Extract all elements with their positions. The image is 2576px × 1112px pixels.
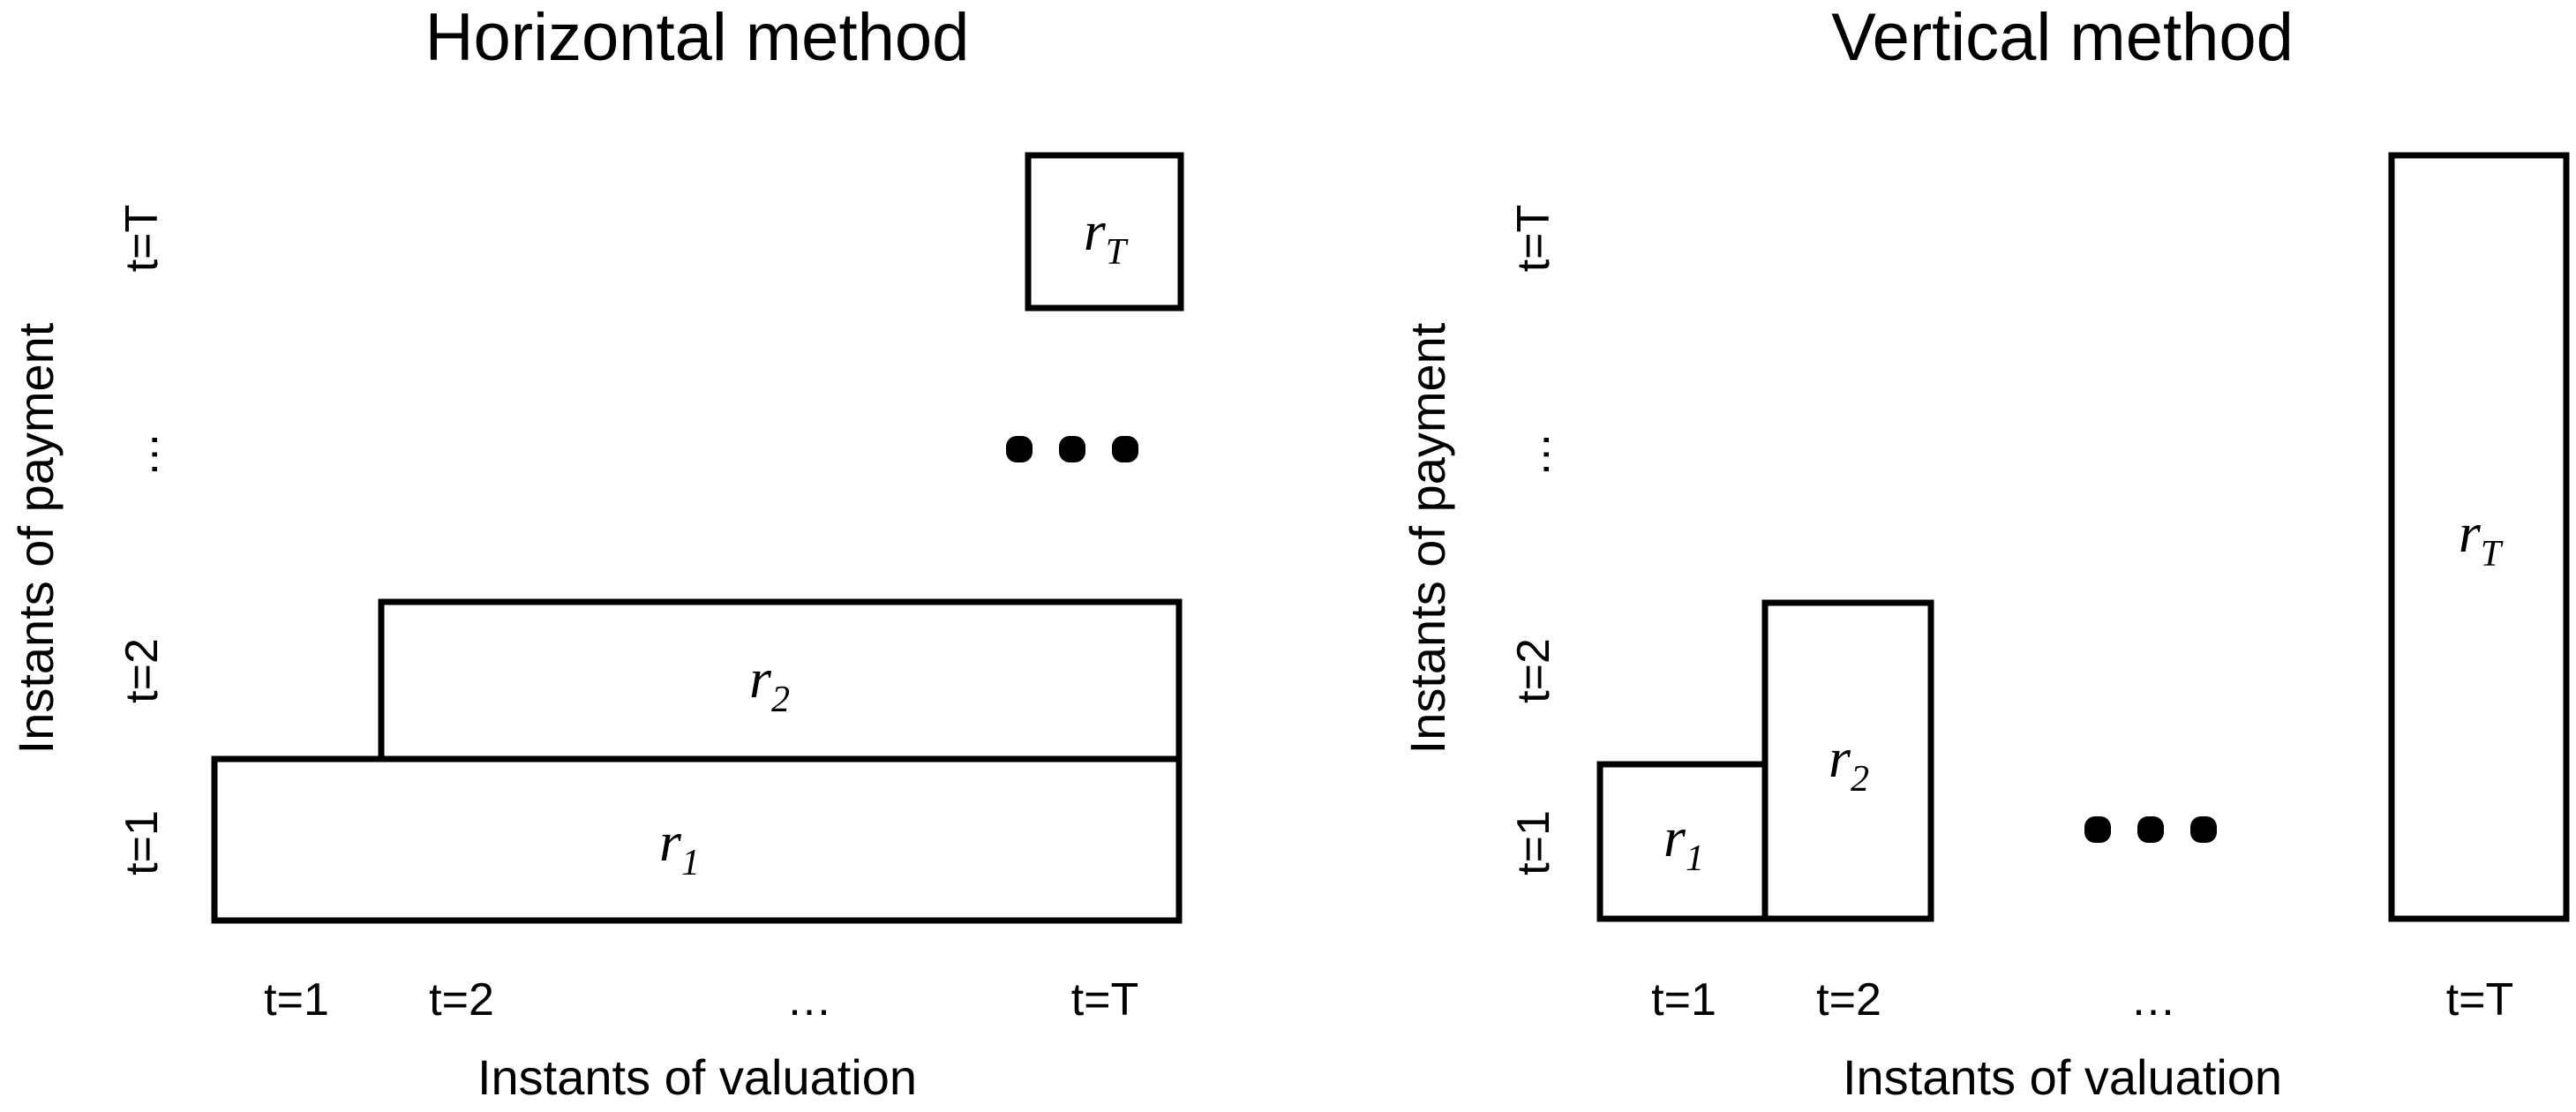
y-axis-title: Instants of payment [1400,322,1455,754]
y-tick-label: … [116,432,168,477]
y-tick-label: t=2 [116,638,168,703]
r2-box [378,598,1183,763]
x-tick-label: t=T [2446,974,2514,1026]
r1-box [1596,761,1769,922]
rT-box [2388,152,2570,922]
y-tick-label: … [1508,432,1559,477]
r1-label: r1 [659,810,700,883]
panel-title: Horizontal method [425,0,970,75]
vertical-method-panel: Vertical method Instants of payment t=1 … [1400,0,2570,1105]
x-axis-title: Instants of valuation [477,1049,917,1105]
panel-title: Vertical method [1831,0,2294,75]
rT-label: rT [2459,501,2504,575]
y-tick-label: t=T [116,205,168,273]
x-axis-title: Instants of valuation [1843,1049,2282,1105]
x-tick-label: … [2130,974,2176,1026]
x-tick-label: t=2 [429,974,494,1026]
ellipsis-dots [2084,816,2217,843]
x-tick-label: t=2 [1816,974,1881,1026]
y-tick-label: t=T [1508,205,1559,273]
ellipsis-dots [1006,436,1138,462]
y-tick-label: t=2 [1508,638,1559,703]
y-tick-label: t=1 [116,810,168,875]
y-tick-label: t=1 [1508,810,1559,875]
x-tick-label: t=1 [1651,974,1716,1026]
r2-box [1761,599,1934,922]
r2-label: r2 [1829,726,1869,800]
y-axis-title: Instants of payment [8,322,64,754]
x-tick-label: t=1 [264,974,329,1026]
x-tick-label: t=T [1071,974,1139,1026]
r2-label: r2 [749,647,790,720]
x-tick-label: … [786,974,832,1026]
rT-label: rT [1084,199,1129,273]
r1-label: r1 [1664,806,1704,879]
r1-box [211,755,1183,924]
horizontal-method-panel: Horizontal method Instants of payment t=… [8,0,1184,1105]
rT-box [1025,152,1184,312]
